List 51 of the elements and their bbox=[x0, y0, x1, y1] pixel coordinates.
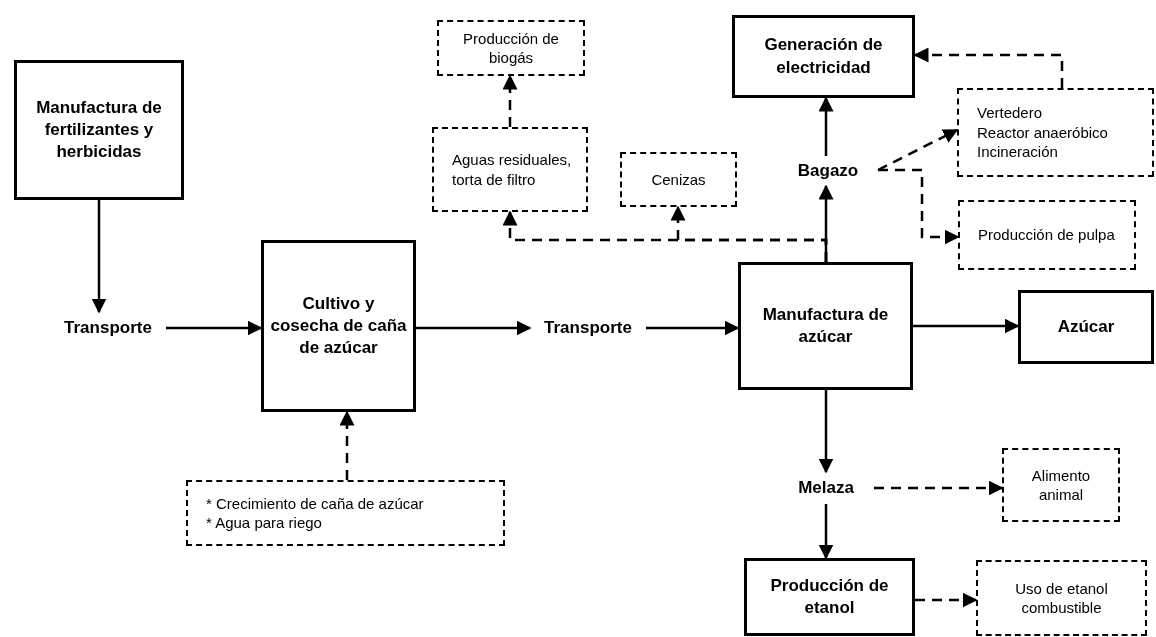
arrow bbox=[818, 390, 834, 474]
node-label: Producción de etanol bbox=[769, 574, 890, 619]
arrow bbox=[818, 504, 834, 560]
flow-label: Transporte bbox=[530, 312, 646, 344]
process-box bbox=[744, 558, 915, 636]
dashed-box bbox=[957, 88, 1154, 177]
node-label: Cenizas bbox=[651, 169, 706, 190]
dashed-box bbox=[976, 560, 1147, 636]
node-label: Producción de pulpa bbox=[978, 225, 1115, 245]
process-box bbox=[732, 15, 915, 98]
arrow bbox=[416, 320, 532, 336]
dashed-arrow bbox=[502, 74, 518, 127]
dashed-arrow bbox=[670, 205, 828, 262]
node-label: Vertedero bbox=[977, 103, 1043, 123]
dashed-arrow bbox=[878, 168, 960, 245]
node-label: Aguas residuales, torta de filtro bbox=[452, 150, 573, 189]
node-label: * Agua para riego bbox=[206, 513, 322, 533]
dashed-arrow bbox=[339, 410, 355, 480]
flow-label: Bagazo bbox=[778, 156, 878, 186]
dashed-box bbox=[958, 200, 1136, 270]
process-box bbox=[738, 262, 913, 390]
node-label: Azúcar bbox=[1057, 315, 1115, 338]
dashed-box bbox=[186, 480, 505, 546]
node-label: Cultivo y cosecha de caña de azúcar bbox=[269, 292, 408, 360]
node-label: Uso de etanol combustible bbox=[1014, 578, 1109, 618]
arrow bbox=[91, 200, 107, 314]
node-label: Generación de electricidad bbox=[763, 34, 884, 79]
dashed-box bbox=[1002, 448, 1120, 522]
node-label: Manufactura de fertilizantes y herbicidas bbox=[35, 96, 163, 164]
dashed-box bbox=[432, 127, 588, 212]
node-label: Reactor anaeróbico bbox=[977, 122, 1108, 143]
process-box bbox=[14, 60, 184, 200]
flow-label: Transporte bbox=[50, 312, 166, 344]
arrow bbox=[646, 320, 740, 336]
node-label: Incineración bbox=[977, 142, 1058, 162]
dashed-arrow bbox=[877, 128, 959, 172]
node-label: Producción de biogás bbox=[462, 28, 560, 68]
arrow bbox=[166, 320, 263, 336]
node-label: Manufactura de azúcar bbox=[761, 303, 890, 348]
flow-label: Melaza bbox=[778, 472, 874, 504]
node-label: * Crecimiento de caña de azúcar bbox=[206, 493, 424, 513]
dashed-arrow bbox=[915, 592, 978, 608]
process-box bbox=[261, 240, 416, 412]
dashed-box bbox=[620, 152, 737, 207]
dashed-arrow bbox=[913, 47, 1064, 88]
arrow bbox=[818, 96, 834, 156]
process-box bbox=[1018, 290, 1154, 364]
node-label: Alimento animal bbox=[1030, 465, 1092, 505]
dashed-box bbox=[437, 20, 585, 76]
arrow bbox=[913, 318, 1020, 334]
dashed-arrow bbox=[874, 480, 1004, 496]
